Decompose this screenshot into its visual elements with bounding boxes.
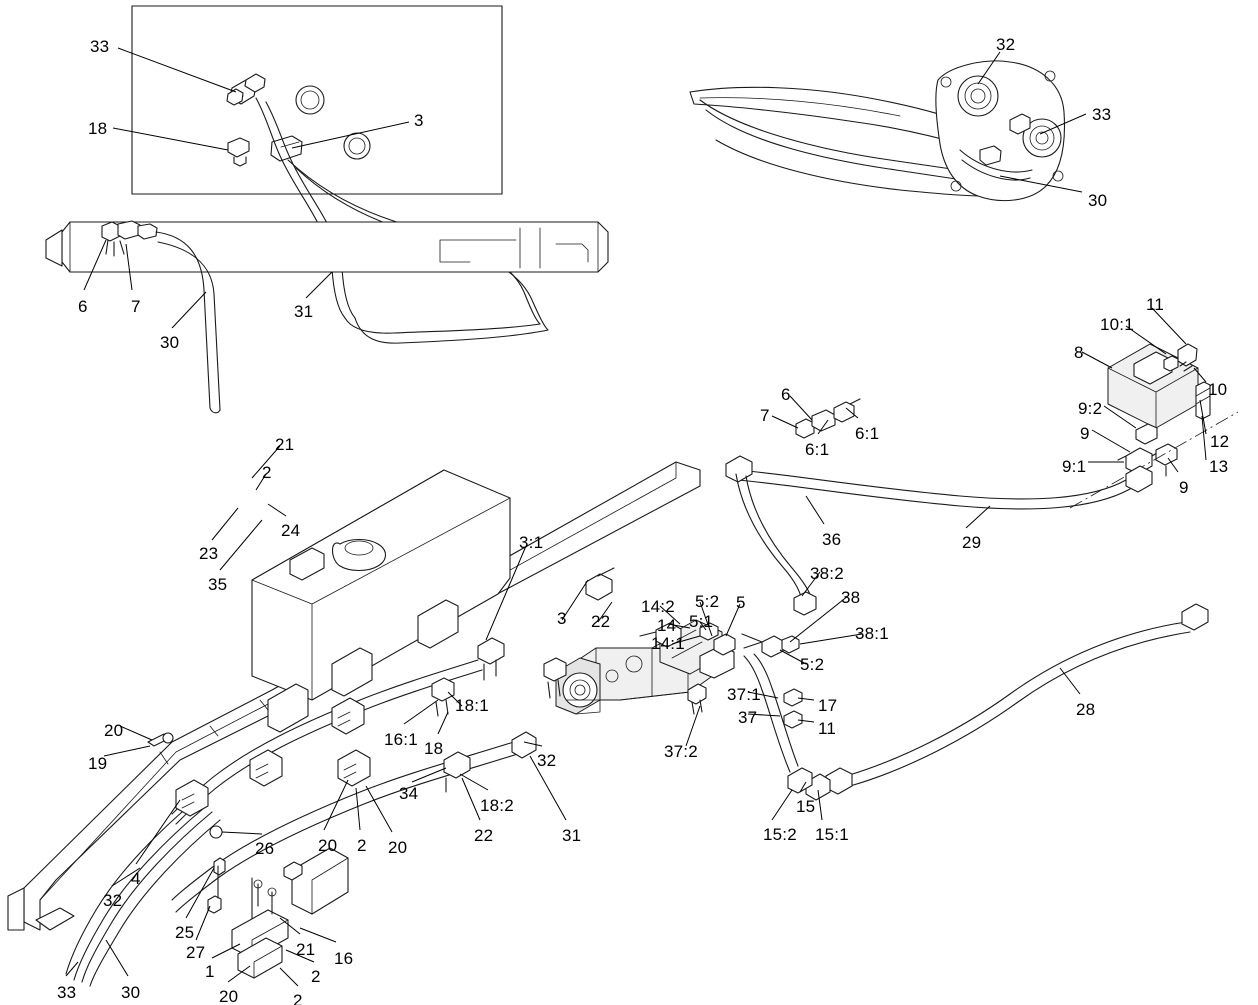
callout-9-1-valve: 9:1 (1062, 457, 1087, 476)
callout-38-2-fitting: 38:2 (810, 564, 844, 583)
callout-16-1-fitting: 16:1 (384, 730, 418, 749)
callout-18-1-fitting: 18:1 (455, 696, 489, 715)
callout-38-fitting: 38 (841, 588, 861, 607)
callout-23-bracket: 23 (199, 544, 219, 563)
callout-10-1-valve: 10:1 (1100, 315, 1134, 334)
callout-17-fitting: 17 (818, 696, 838, 715)
callout-38-1-fitting: 38:1 (855, 624, 889, 643)
callout-27-part: 27 (186, 943, 206, 962)
callout-2-lower-b: 2 (293, 991, 303, 1005)
callout-28-hose: 28 (1076, 700, 1096, 719)
callout-2-bracket: 2 (262, 463, 272, 482)
callout-5-fitting: 5 (736, 593, 746, 612)
callout-20-clamp-a: 20 (318, 836, 338, 855)
callout-2-clamp-a: 2 (357, 836, 367, 855)
callout-11-valve: 11 (1146, 295, 1165, 314)
callout-2-lower-a: 2 (311, 967, 321, 986)
fuel-tank (251, 469, 511, 733)
callout-37-2-fitting: 37:2 (664, 742, 698, 761)
callout-30-arm: 30 (1088, 191, 1108, 210)
callout-6-rail: 6 (78, 297, 88, 316)
callout-20-lower: 20 (219, 987, 239, 1005)
callout-25-part: 25 (175, 923, 195, 942)
control-valve-block (1069, 343, 1239, 509)
callout-22-lower: 22 (474, 826, 494, 845)
callout-31-lower: 31 (562, 826, 582, 845)
callout-35-bracket: 35 (208, 575, 228, 594)
callout-36-hose: 36 (822, 530, 842, 549)
callout-6-1-right: 6:1 (855, 424, 880, 443)
bottom-bracket (231, 879, 289, 979)
callout-1-bracket: 1 (205, 962, 215, 981)
callout-21-bracket: 21 (275, 435, 295, 454)
callout-5-2-upper: 5:2 (695, 592, 720, 611)
callout-5-2-lower: 5:2 (800, 655, 825, 674)
upper-right-arm-assembly (689, 60, 1065, 202)
callout-29-hose: 29 (962, 533, 982, 552)
callout-37-1-fitting: 37:1 (727, 685, 761, 704)
callout-32-arm: 32 (996, 35, 1016, 54)
callout-33-lower: 33 (57, 983, 77, 1002)
callout-34-fitting: 34 (399, 784, 419, 803)
callout-6-mid: 6 (781, 385, 791, 404)
callout-9-valve: 9 (1080, 424, 1090, 443)
callout-22-upper: 22 (591, 612, 611, 631)
callout-3-1-fitting: 3:1 (519, 533, 544, 552)
callout-19-bolt: 19 (88, 754, 108, 773)
callout-32-lower: 32 (103, 891, 123, 910)
callout-10-valve: 10 (1208, 380, 1228, 399)
callout-7-mid: 7 (760, 406, 770, 425)
callout-5-1-fitting: 5:1 (689, 612, 714, 631)
callout-33-hood: 33 (90, 37, 110, 56)
callout-20-left: 20 (104, 721, 124, 740)
fitting-6-7-rail (101, 220, 158, 257)
callout-30-rail: 30 (160, 333, 180, 352)
callout-7-rail: 7 (131, 297, 141, 316)
callout-31-rail: 31 (294, 302, 314, 321)
callout-12-valve: 12 (1210, 432, 1230, 451)
callout-3-fitting: 3 (557, 609, 567, 628)
callout-14-2-fitting: 14:2 (641, 597, 675, 616)
callout-32-mid: 32 (537, 751, 557, 770)
hose-network (65, 398, 1209, 987)
callout-14-1-fitting: 14:1 (651, 634, 685, 653)
callout-leader-lines (65, 47, 1207, 987)
callout-37-fitting: 37 (738, 708, 758, 727)
callout-15-1-fitting: 15:1 (815, 825, 849, 844)
callout-26-clamp: 26 (255, 839, 275, 858)
callout-15-fitting: 15 (796, 797, 816, 816)
callout-20-clamp-b: 20 (388, 838, 408, 857)
callout-33-arm: 33 (1092, 105, 1112, 124)
callout-4-part: 4 (131, 869, 141, 888)
callout-9-valve-lower: 9 (1179, 478, 1189, 497)
callout-13-valve: 13 (1209, 457, 1229, 476)
callout-18-2-fitting: 18:2 (480, 796, 514, 815)
callout-21-lower: 21 (296, 940, 316, 959)
callout-14-fitting: 14 (657, 616, 677, 635)
callout-30-lower: 30 (121, 983, 141, 1002)
callout-8-valve: 8 (1074, 343, 1084, 362)
callout-24-bracket: 24 (281, 521, 301, 540)
callout-18-fitting: 18 (424, 739, 444, 758)
plug-18 (227, 137, 250, 167)
callout-16-lower: 16 (334, 949, 354, 968)
callout-6-1-left: 6:1 (805, 440, 830, 459)
callout-11-fitting: 11 (818, 719, 837, 738)
upper-left-panel-assembly (45, 5, 609, 414)
callout-3-hood: 3 (414, 111, 424, 130)
callout-9-2-valve: 9:2 (1078, 399, 1103, 418)
callout-15-2-fitting: 15:2 (763, 825, 797, 844)
fitting-33-top (226, 73, 266, 106)
callout-18-hood: 18 (88, 119, 108, 138)
